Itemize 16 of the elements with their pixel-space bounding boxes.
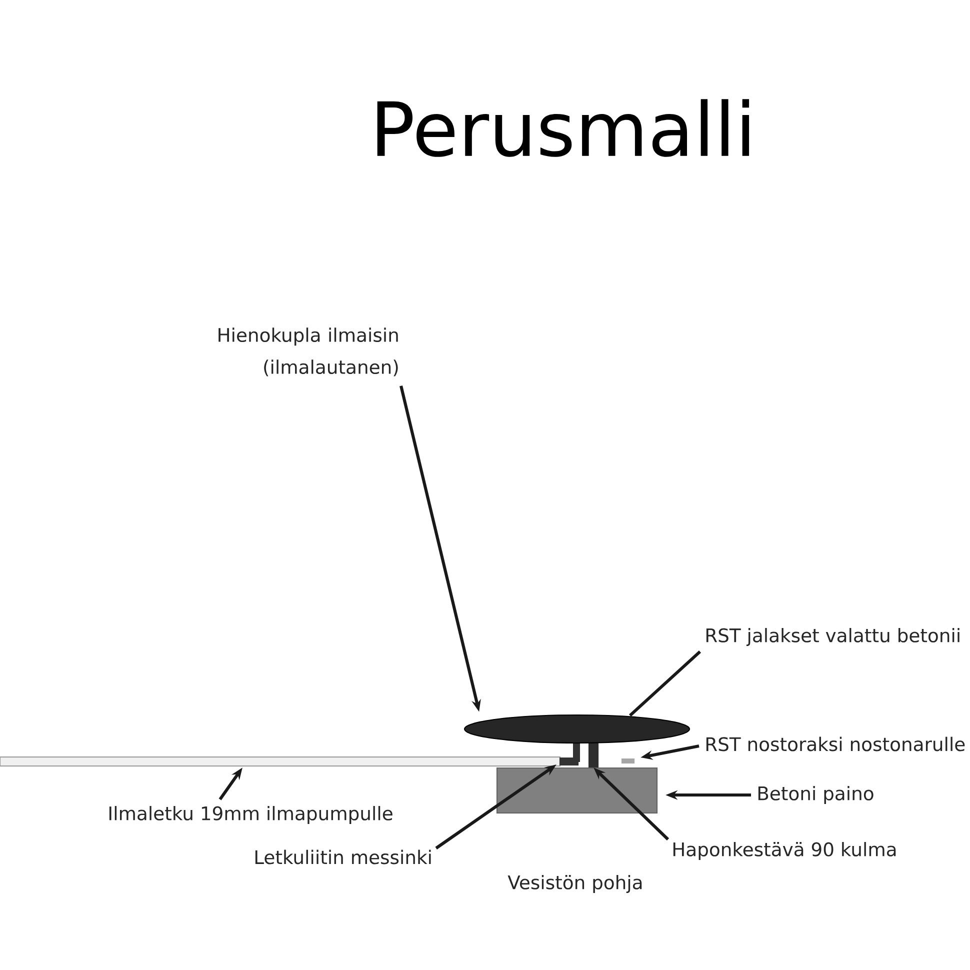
disc (464, 714, 690, 744)
lifting-eye (621, 758, 635, 764)
hose-fitting (559, 757, 579, 766)
text-label: Vesistön pohja (508, 874, 642, 894)
callout-text: RST jalakset valattu betonii (706, 628, 960, 646)
concrete-block (496, 767, 658, 814)
title: Perusmalli (377, 99, 750, 157)
callout-text: Ilmaletku 19mm ilmapumpulle (109, 806, 392, 824)
hose (0, 756, 561, 767)
callout-text: Betoni paino (758, 786, 874, 804)
callout-text: Letkuliitin messinki (255, 850, 431, 864)
callout-text: RST nostoraksi nostonarulle (706, 736, 965, 752)
callout-text: Hienokupla ilmaisin (ilmalautanen) (218, 328, 398, 376)
leader-line (628, 650, 702, 717)
callout-text: Haponkestävä 90 kulma (673, 842, 896, 860)
elbow-fitting (588, 742, 599, 768)
